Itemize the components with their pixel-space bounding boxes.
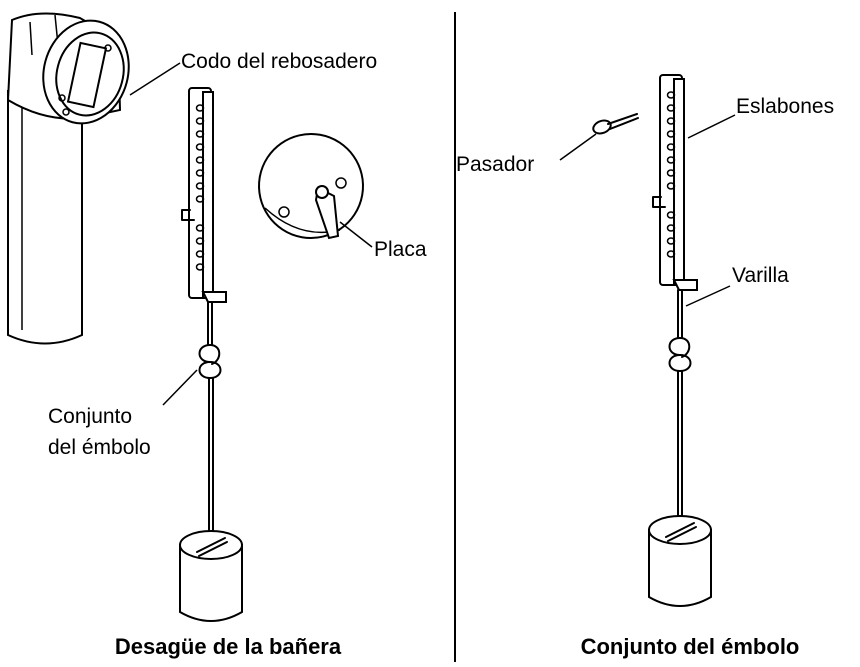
overflow-elbow-leader bbox=[129, 62, 181, 96]
right-plunger-assembly bbox=[648, 74, 712, 607]
pin-label: Pasador bbox=[456, 153, 534, 176]
plate-part bbox=[258, 133, 364, 240]
overflow-elbow-label: Codo del rebosadero bbox=[181, 50, 377, 73]
rod-leader bbox=[685, 285, 731, 307]
links-label: Eslabones bbox=[736, 95, 834, 118]
left-link-holes bbox=[195, 104, 205, 271]
left-caption: Desagüe de la bañera bbox=[115, 634, 342, 659]
left-plunger-leader bbox=[162, 369, 198, 406]
plate-leader bbox=[339, 221, 373, 248]
overflow-elbow-part bbox=[6, 12, 130, 345]
left-panel: Codo del rebosadero Placa bbox=[6, 12, 427, 659]
plunger-assembly-label-line1: Conjunto bbox=[48, 405, 132, 428]
pin-part bbox=[592, 113, 639, 135]
links-leader bbox=[687, 114, 736, 139]
right-link-holes bbox=[666, 91, 676, 258]
plate-label: Placa bbox=[374, 238, 427, 261]
rod-label: Varilla bbox=[732, 264, 789, 287]
left-plunger-assembly bbox=[179, 87, 243, 622]
plunger-assembly-label-line2: del émbolo bbox=[48, 436, 151, 459]
pin-leader bbox=[559, 133, 597, 161]
right-caption: Conjunto del émbolo bbox=[581, 634, 800, 659]
right-panel: Pasador bbox=[456, 74, 834, 659]
